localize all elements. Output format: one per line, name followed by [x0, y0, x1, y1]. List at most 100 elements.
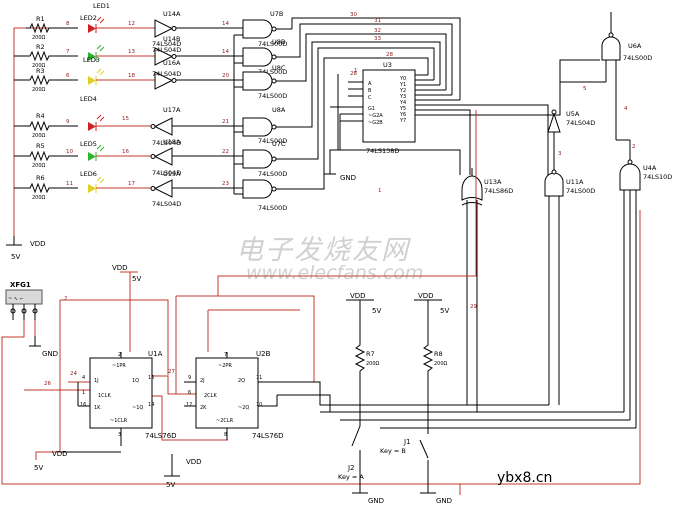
- svg-text:Y3: Y3: [399, 94, 406, 100]
- svg-text:7: 7: [66, 49, 70, 55]
- gate-name: U14A: [163, 10, 181, 18]
- bottom-bus: 29: [277, 212, 636, 429]
- svg-text:2Q: 2Q: [238, 378, 245, 384]
- svg-text:Y2: Y2: [399, 88, 406, 94]
- svg-text:R8: R8: [434, 350, 443, 358]
- svg-text:3: 3: [558, 151, 562, 157]
- svg-text:2CLK: 2CLK: [204, 393, 217, 399]
- svg-text:21: 21: [222, 119, 229, 125]
- svg-text:200Ω: 200Ω: [32, 63, 46, 69]
- svg-text:R7: R7: [366, 350, 375, 358]
- xor-u13a: U13A 74LS86D: [461, 168, 513, 212]
- svg-text:R5: R5: [36, 142, 45, 150]
- svg-text:74LS00D: 74LS00D: [258, 40, 287, 48]
- svg-text:74LS86D: 74LS86D: [484, 187, 513, 195]
- svg-text:2J: 2J: [200, 378, 205, 384]
- led-label: LED3: [83, 56, 100, 64]
- nand-gate-4: U8A 74LS00D: [242, 106, 287, 145]
- svg-text:Y7: Y7: [399, 118, 406, 124]
- led-icon: [88, 52, 96, 61]
- led-icon: [88, 152, 96, 161]
- decoder-name: U3: [383, 61, 392, 69]
- nand-gate-6: 74LS00D: [242, 179, 287, 212]
- svg-text:74LS00D: 74LS00D: [258, 137, 287, 145]
- led-icon: [88, 24, 96, 33]
- led-label: LED2: [80, 14, 97, 22]
- svg-text:30: 30: [350, 12, 357, 18]
- svg-text:U8C: U8C: [272, 64, 286, 72]
- svg-text:74LS04D: 74LS04D: [152, 200, 181, 208]
- svg-text:18: 18: [128, 73, 135, 79]
- svg-text:8: 8: [66, 21, 70, 27]
- svg-text:J2: J2: [347, 464, 355, 472]
- svg-text:2: 2: [118, 352, 121, 358]
- svg-text:U8A: U8A: [272, 106, 286, 114]
- svg-text:20: 20: [222, 73, 229, 79]
- svg-text:200Ω: 200Ω: [32, 87, 46, 93]
- led-label: LED5: [80, 140, 97, 148]
- svg-text:R3: R3: [36, 67, 45, 75]
- svg-text:2: 2: [632, 144, 636, 150]
- svg-text:74LS00D: 74LS00D: [623, 54, 652, 62]
- led-row-6: R6 200Ω LED6 11 17 U19A 74LS04D: [14, 170, 243, 208]
- svg-text:200Ω: 200Ω: [32, 163, 46, 169]
- svg-text:74LS00D: 74LS00D: [566, 187, 595, 195]
- svg-text:2: 2: [64, 296, 68, 302]
- led-row-2: R2 200Ω LED1 LED2 7 13 U14B 74LS04D: [14, 14, 243, 69]
- nand-u4a: U4A 74LS10D: [616, 139, 672, 428]
- svg-text:1Q: 1Q: [132, 378, 139, 384]
- svg-text:U7C: U7C: [272, 140, 286, 148]
- svg-text:7: 7: [224, 352, 227, 358]
- inverter-u5a: U5A 74LS04D: [547, 109, 595, 172]
- svg-text:VDD: VDD: [350, 292, 366, 300]
- svg-text:200Ω: 200Ω: [366, 361, 380, 367]
- fxg-name: XFG1: [10, 281, 31, 289]
- led-label: LED1: [93, 2, 110, 10]
- inverter-icon: [154, 19, 174, 38]
- svg-text:U18A: U18A: [163, 138, 181, 146]
- svg-text:74LS00D: 74LS00D: [258, 68, 287, 76]
- red-feedback-wires: [217, 110, 641, 485]
- resistor-r7-branch: VDD 5V R7 200Ω J2 Key = A GND: [338, 292, 384, 505]
- svg-text:U5A: U5A: [566, 110, 580, 118]
- svg-text:U13A: U13A: [484, 178, 502, 186]
- svg-text:~1CLR: ~1CLR: [110, 418, 128, 424]
- svg-text:28: 28: [350, 71, 357, 77]
- led-row-3: R3 200Ω LED3 6 18 U16A 74LS04D: [14, 56, 243, 93]
- svg-text:12: 12: [186, 402, 192, 408]
- site-label: ybx8.cn: [497, 470, 553, 486]
- led-icon: [88, 122, 96, 131]
- svg-text:4: 4: [82, 375, 85, 381]
- svg-text:200Ω: 200Ω: [32, 195, 46, 201]
- bus-wiring: 30 31 32 33 28 1 1 3 5 4 2: [291, 12, 636, 194]
- svg-text:1J: 1J: [94, 378, 99, 384]
- svg-text:Y5: Y5: [399, 106, 406, 112]
- svg-text:C: C: [368, 95, 372, 101]
- flipflop-block: VDD 5V 24 26 27 2 U1A ~1PR 1J 1CLK 1K ~1…: [24, 264, 315, 489]
- led-icon: [88, 76, 96, 85]
- led-label: LED4: [80, 95, 97, 103]
- led-row-4: R4 200Ω LED4 9 15 U17A 74LS04D: [14, 95, 243, 147]
- svg-text:U17A: U17A: [163, 106, 181, 114]
- svg-text:27: 27: [168, 369, 175, 375]
- svg-text:74LS04D: 74LS04D: [566, 119, 595, 127]
- svg-text:74LS00D: 74LS00D: [258, 204, 287, 212]
- svg-text:10: 10: [66, 149, 73, 155]
- svg-text:29: 29: [470, 304, 477, 310]
- svg-text:B: B: [368, 88, 372, 94]
- ff2-name: U2B: [256, 350, 271, 358]
- svg-text:1: 1: [82, 390, 85, 396]
- ff1-name: U1A: [148, 350, 163, 358]
- svg-text:Key = A: Key = A: [338, 473, 364, 481]
- svg-text:12: 12: [128, 21, 135, 27]
- svg-text:200Ω: 200Ω: [434, 361, 448, 367]
- svg-text:5V: 5V: [34, 464, 43, 472]
- svg-text:~2PR: ~2PR: [218, 363, 232, 369]
- svg-text:3: 3: [118, 432, 121, 438]
- svg-text:13: 13: [128, 49, 135, 55]
- resistor-label: R1: [36, 15, 45, 23]
- svg-text:Y0: Y0: [399, 76, 406, 82]
